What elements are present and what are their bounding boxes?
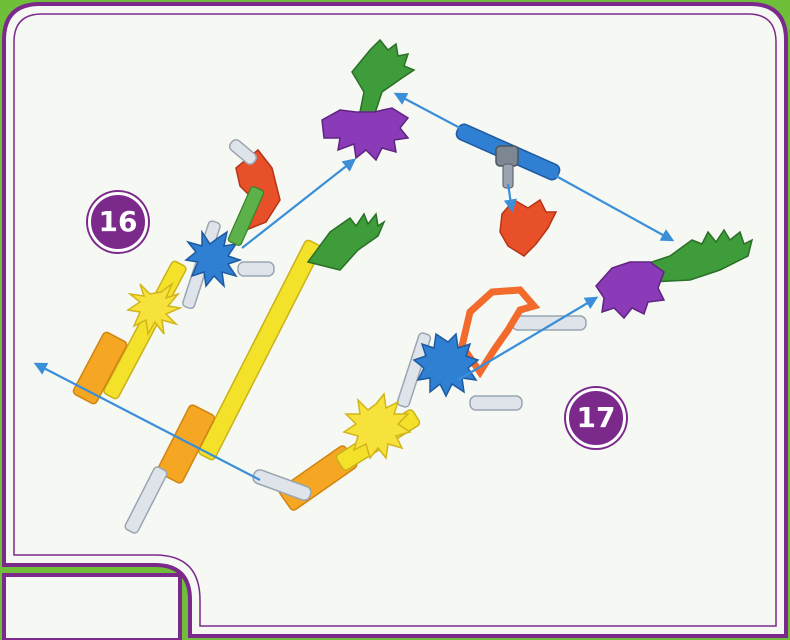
grey-rod-orange-17 <box>512 316 586 330</box>
grey-rod-side-17 <box>470 396 522 410</box>
instruction-panel <box>4 4 786 636</box>
step-number-17-badge: 17 <box>566 388 626 448</box>
grey-rod-connector <box>496 146 518 166</box>
grey-clip <box>238 262 274 276</box>
lower-left-box <box>4 575 180 640</box>
step-number-16-badge: 16 <box>88 192 148 252</box>
